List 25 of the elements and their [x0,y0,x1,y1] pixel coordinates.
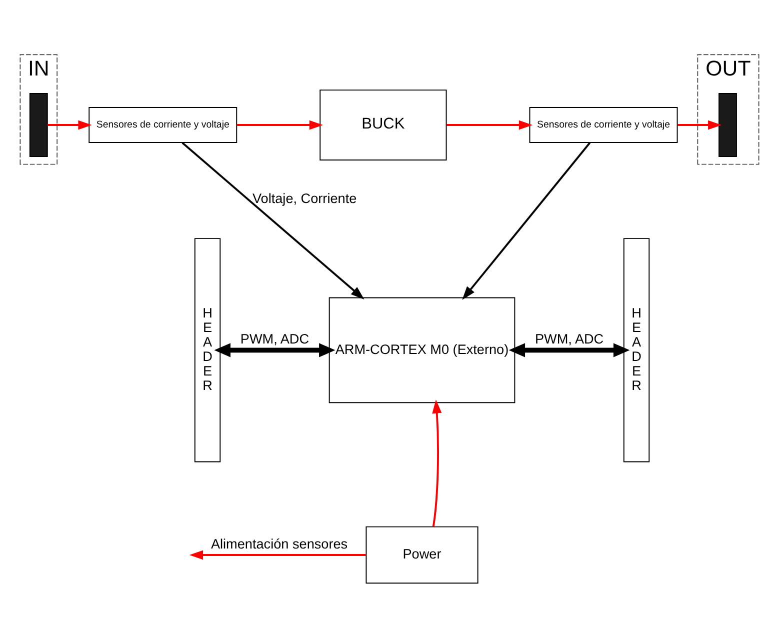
node-box: Sensores de corriente y voltaje [88,106,238,142]
arrow [47,120,92,130]
node-box: HEADER [194,238,221,462]
cluster: OUT [697,54,760,164]
arrow [189,550,366,560]
node-box: Power [366,526,478,584]
edge-label: PWM, ADC [240,331,310,346]
arrow [446,120,533,130]
arrow [236,120,323,130]
node-box: ARM-CORTEX M0 (Externo) [328,296,516,403]
arrow [182,142,364,299]
node-box: Sensores de corriente y voltaje [529,106,678,142]
cluster: IN [20,54,58,164]
edge-label: PWM, ADC [534,331,604,346]
arrow [678,120,722,130]
arrow [508,342,630,357]
node-box: BUCK [320,89,447,160]
edge-label: Voltaje, Corriente [252,190,357,206]
arrow [462,142,591,300]
node-bar [29,92,48,157]
edge-label: Alimentación sensores [210,536,348,551]
node-box: HEADER [623,238,650,462]
node-bar [718,92,737,157]
arrow [432,399,442,526]
arrow [214,342,336,357]
